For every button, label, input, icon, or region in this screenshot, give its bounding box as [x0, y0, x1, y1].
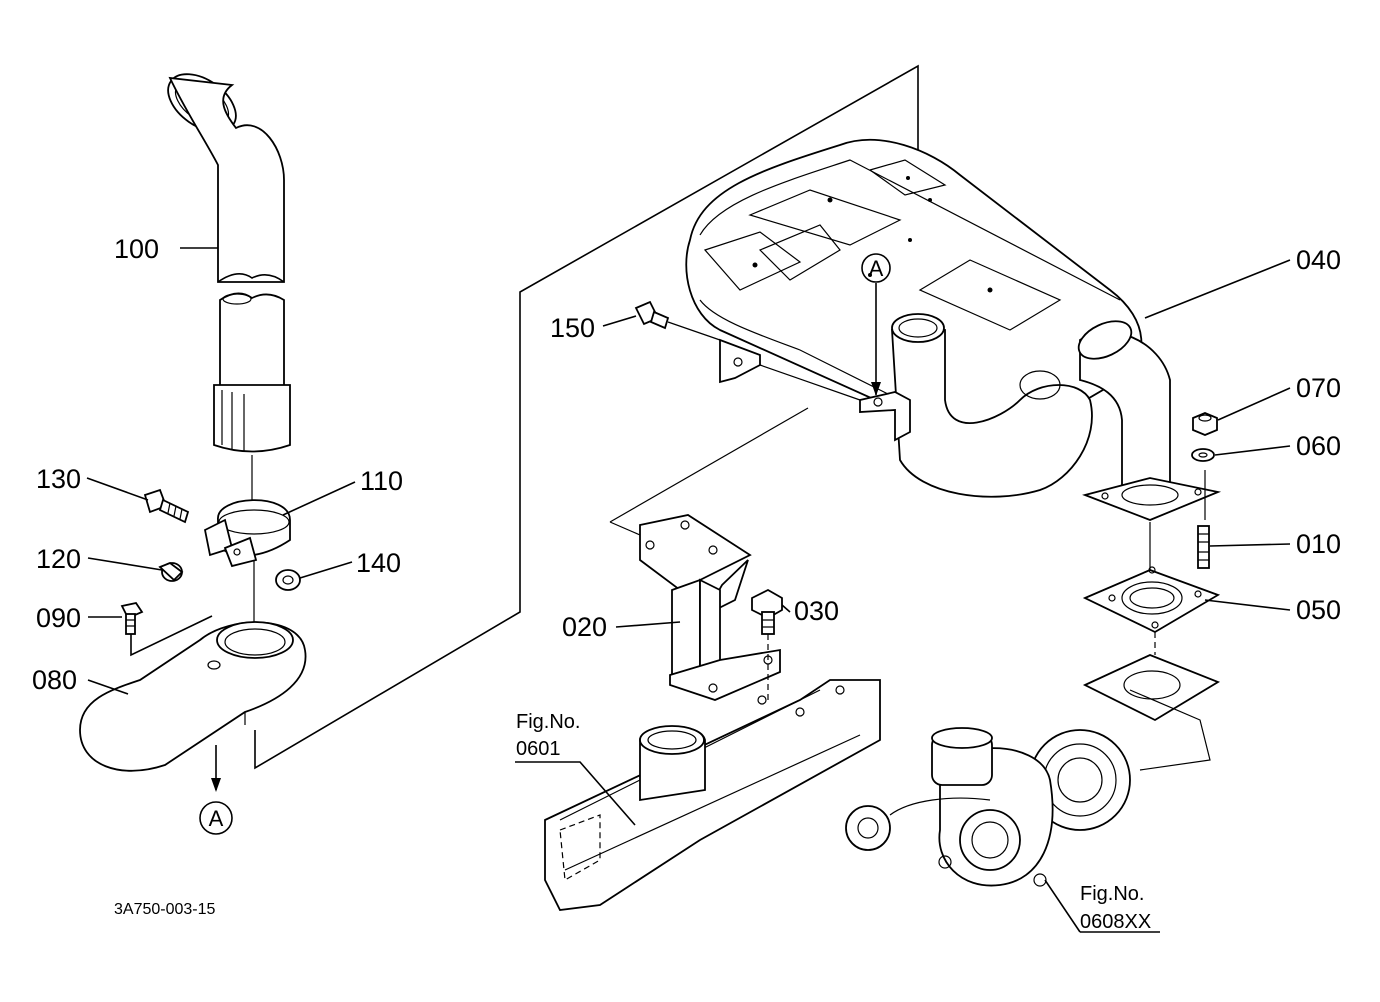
- exhaust-manifold: [544, 679, 881, 911]
- nut-070: [1192, 412, 1218, 436]
- muffler-040: [685, 138, 1222, 521]
- fig-ref-number-turbo: 0608XX: [1080, 911, 1151, 933]
- stud-010: [1197, 525, 1210, 569]
- part-number-010: 010: [1296, 529, 1341, 559]
- part-number-120: 120: [36, 544, 81, 574]
- part-number-070: 070: [1296, 373, 1341, 403]
- part-number-060: 060: [1296, 431, 1341, 461]
- turbocharger: [845, 689, 1211, 887]
- part-number-140: 140: [356, 548, 401, 578]
- bolt-130: [143, 488, 190, 524]
- marker-a-bottom: A: [209, 806, 224, 831]
- part-number-020: 020: [562, 612, 607, 642]
- marker-a-top: A: [869, 256, 884, 281]
- part-number-100: 100: [114, 234, 159, 264]
- bolt-090: [120, 601, 213, 657]
- nut-120: [158, 561, 184, 582]
- part-number-150: 150: [550, 313, 595, 343]
- fig-ref-title-turbo: Fig.No.: [1080, 883, 1144, 905]
- gasket-050: [1082, 566, 1221, 634]
- rain-guard-080: [79, 621, 307, 772]
- part-number-040: 040: [1296, 245, 1341, 275]
- nut-140: [275, 569, 301, 591]
- part-number-080: 080: [32, 665, 77, 695]
- part-number-110: 110: [360, 466, 403, 496]
- drawing-code: 3A750-003-15: [114, 901, 216, 918]
- clamp-110: [203, 499, 291, 568]
- arrow-a-top: A: [861, 253, 891, 396]
- arrow-a-bottom: A: [199, 745, 233, 835]
- tail-pipe-100: [167, 73, 291, 453]
- part-number-090: 090: [36, 603, 81, 633]
- fig-ref-number-manifold: 0601: [516, 738, 561, 760]
- bolt-030: [751, 588, 783, 700]
- turbo-flange: [1082, 632, 1221, 722]
- bolt-150: [634, 300, 721, 341]
- bracket-020: [639, 514, 781, 701]
- part-number-050: 050: [1296, 595, 1341, 625]
- part-number-030: 030: [794, 596, 839, 626]
- part-number-130: 130: [36, 464, 81, 494]
- washer-060: [1191, 448, 1215, 462]
- fig-ref-title-manifold: Fig.No.: [516, 711, 580, 733]
